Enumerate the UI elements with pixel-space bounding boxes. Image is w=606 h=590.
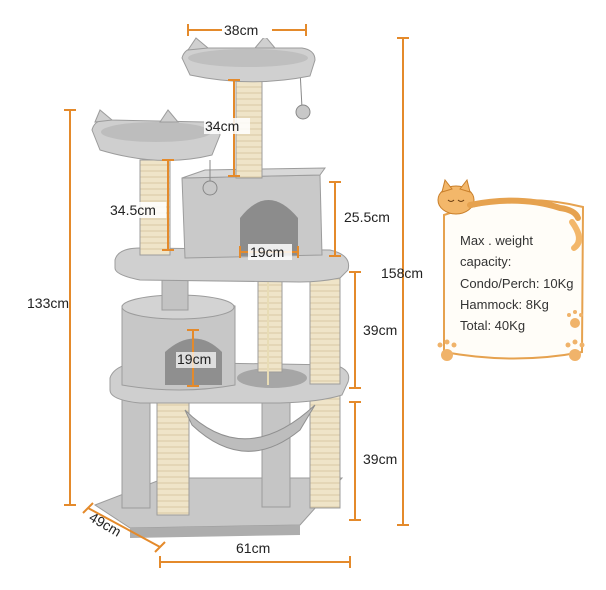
middle-post-center — [257, 271, 283, 373]
hammock — [184, 404, 316, 452]
lower-post-right — [309, 389, 341, 509]
capacity-line-4: Hammock: 8Kg — [460, 297, 549, 312]
lower-post-middle — [261, 394, 291, 508]
capacity-line-3: Condo/Perch: 10Kg — [460, 276, 573, 291]
label-lower-hole: 19cm — [177, 351, 211, 367]
label-second-level: 133cm — [27, 295, 69, 311]
paw-print-icon — [437, 310, 585, 361]
label-top-width: 38cm — [224, 22, 258, 38]
top-perch-bed — [181, 35, 316, 83]
side-perch-bed — [91, 109, 221, 161]
platform-hole — [237, 368, 307, 388]
capacity-line-5: Total: 40Kg — [460, 318, 525, 333]
dimension-labels: 38cm 34cm 34.5cm 25.5cm 19cm 158cm 133cm… — [27, 22, 423, 556]
upper-condo-entrance — [240, 200, 298, 256]
label-lower-posts: 39cm — [363, 451, 397, 467]
upper-condo — [181, 167, 326, 259]
condo-hanging-ball — [202, 180, 218, 196]
sleeping-cat-icon — [437, 178, 582, 251]
dimension-lines — [64, 24, 409, 568]
cat-tree — [91, 35, 350, 538]
label-top-post: 34cm — [205, 118, 239, 134]
lower-post-left-back — [121, 382, 151, 509]
label-total-height: 158cm — [381, 265, 423, 281]
top-hanging-ball — [295, 104, 311, 120]
capacity-card: Max . weight capacity: Condo/Perch: 10Kg… — [437, 178, 585, 361]
middle-post-right — [309, 271, 341, 385]
capacity-line-2: capacity: — [460, 254, 511, 269]
label-side-post: 34.5cm — [110, 202, 156, 218]
label-condo-hole: 19cm — [250, 244, 284, 260]
label-middle-posts: 39cm — [363, 322, 397, 338]
label-base-width: 61cm — [236, 540, 270, 556]
lower-post-front — [156, 397, 190, 516]
label-condo-height: 25.5cm — [344, 209, 390, 225]
capacity-line-1: Max . weight — [460, 233, 533, 248]
